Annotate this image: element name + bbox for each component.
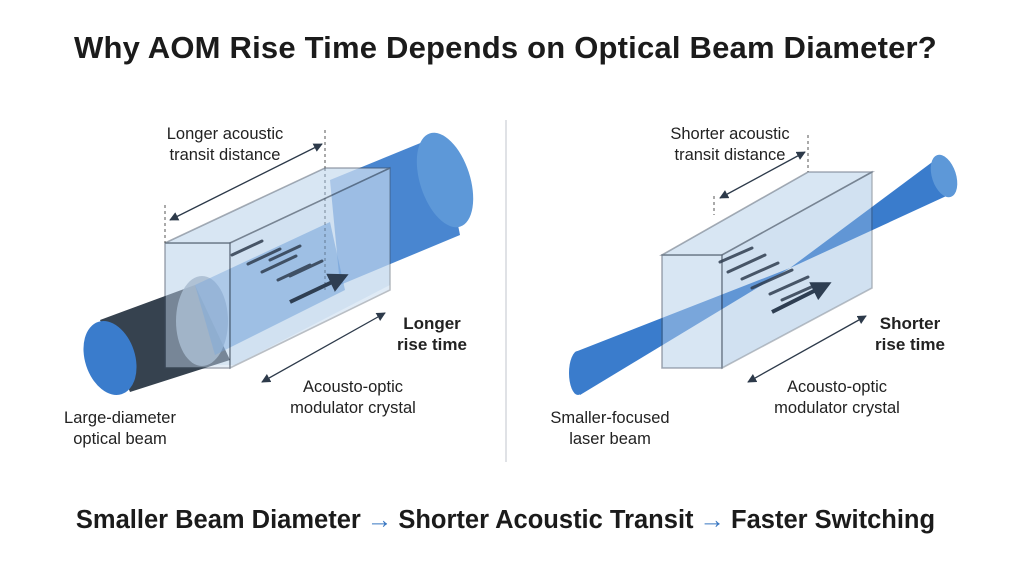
left-crystal-front (164, 242, 231, 369)
right-beam-label: Smaller-focused laser beam (550, 409, 670, 448)
left-beam-entry-face (176, 276, 228, 366)
right-input-cone-end (569, 351, 587, 395)
left-risetime-dimension (261, 312, 386, 383)
summary-line: Smaller Beam Diameter→Shorter Acoustic T… (0, 506, 1011, 535)
left-transit-dimension (169, 143, 323, 221)
left-beam-label: Large-diameter optical beam (64, 409, 176, 448)
right-exit-cone (790, 160, 955, 268)
left-crystal-label: Acousto-optic modulator crystal (290, 378, 416, 417)
left-input-beam-end (83, 321, 137, 395)
left-aom-diagram (83, 130, 474, 395)
left-risetime-label: Longer rise time (397, 314, 467, 354)
right-risetime-label: Shorter rise time (875, 314, 945, 354)
right-crystal-top (658, 171, 876, 256)
left-transit-label: Longer acoustic transit distance (166, 125, 284, 164)
right-exit-cone-end (930, 154, 958, 198)
summary-part-2: Shorter Acoustic Transit (398, 506, 694, 534)
right-aom-diagram (569, 135, 958, 395)
right-acoustic-arrow (771, 282, 832, 314)
summary-part-1: Smaller Beam Diameter (75, 506, 361, 534)
right-crystal-back (662, 172, 872, 368)
left-acoustic-arrow (289, 273, 349, 304)
right-crystal-front (661, 254, 723, 369)
right-transit-label: Shorter acoustic transit distance (670, 125, 790, 164)
right-input-cone (575, 268, 790, 395)
left-beam-inside (195, 222, 345, 355)
left-acoustic-waves (230, 239, 324, 282)
page-title: Why AOM Rise Time Depends on Optical Bea… (74, 30, 937, 65)
summary-part-3: Faster Switching (731, 506, 936, 534)
arrow-right-icon: → (699, 506, 726, 534)
right-risetime-dimension (747, 315, 867, 383)
left-exit-beam-end (416, 132, 474, 228)
arrow-right-icon: → (366, 506, 393, 534)
right-crystal-label: Acousto-optic modulator crystal (774, 378, 900, 417)
right-transit-dimension (719, 151, 806, 199)
